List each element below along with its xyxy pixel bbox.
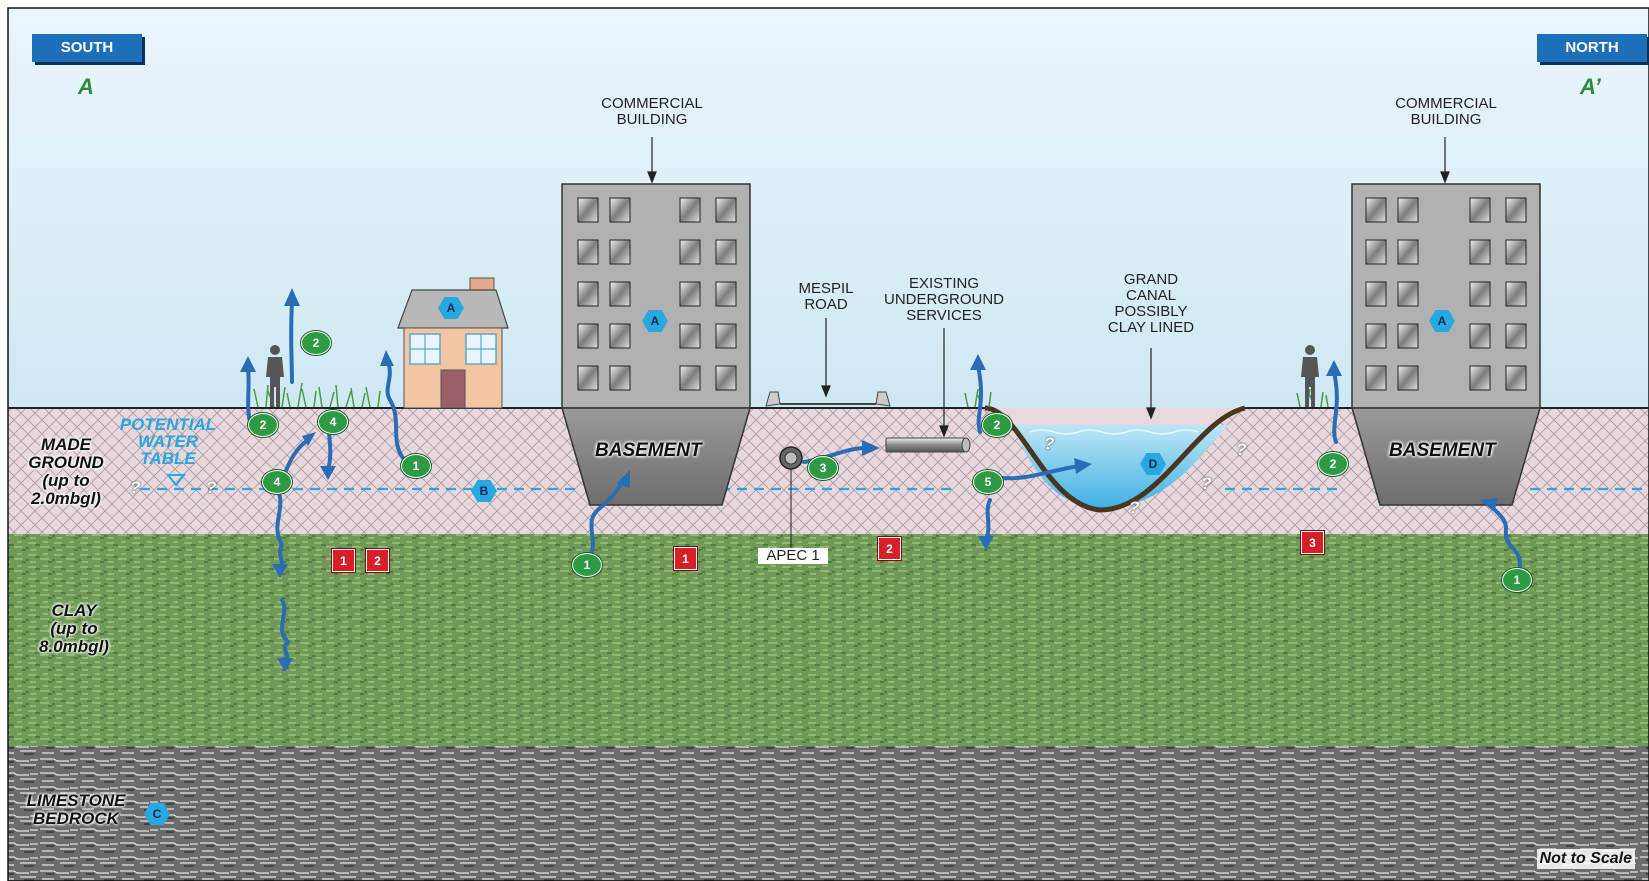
source-2-marker: 2 [366,549,389,572]
receptor-a-marker: A [642,310,668,332]
pathway-2-marker: 2 [248,413,278,437]
water-table-unknown-right: ? [206,478,217,497]
north-badge: NORTH [1537,34,1647,62]
receptor-a-marker: A [1429,310,1455,332]
diagram-frame [7,7,1649,881]
canal-ripples [1029,429,1199,435]
canal-clay-lining [984,405,1246,513]
pathway-5-marker: 5 [973,470,1003,494]
apec-callout: APEC 1 [758,548,828,564]
basement-right-label: BASEMENT [1389,440,1496,461]
pathway-2-marker: 2 [1318,452,1348,476]
water-table-unknown-left: ? [130,478,141,497]
receptor-c-marker: C [144,803,170,825]
callout-pointers [647,137,1450,438]
source-1-marker: 1 [332,549,355,572]
canal-unknown-3: ? [1201,474,1212,493]
source-1-marker: 1 [674,547,697,570]
receptor-b-marker: B [471,480,497,502]
flow-arrowheads [240,288,1498,672]
person-silhouette-left [266,345,284,407]
clay-label: CLAY (up to 8.0mbgl) [39,601,109,656]
underground-services-callout: EXISTING UNDERGROUND SERVICES [884,275,1004,324]
clay-layer [8,534,1649,746]
commercial-building-left-callout: COMMERCIAL BUILDING [601,95,703,128]
canal-unknown-1: ? [1044,434,1055,453]
pathway-4-marker: 4 [318,410,348,434]
canal-water [1012,425,1228,508]
scale-note: Not to Scale [1536,849,1635,869]
canal-unknown-2: ? [1236,440,1247,459]
limestone-layer [8,746,1649,881]
section-start-letter: A [78,74,94,99]
commercial-building-left [561,183,751,506]
underground-pipe [885,437,971,453]
section-end-letter: A’ [1580,74,1601,99]
receptor-d-marker: D [1140,453,1166,475]
made-ground-label: MADE GROUND (up to 2.0mbgl) [28,435,104,508]
house [397,277,509,409]
pathway-3-marker: 3 [808,456,838,480]
pathway-2-marker: 2 [301,331,331,355]
limestone-label: LIMESTONE BEDROCK [26,791,126,828]
commercial-building-right-callout: COMMERCIAL BUILDING [1395,95,1497,128]
receptor-a-marker: A [438,297,464,319]
pathway-4-marker: 4 [262,470,292,494]
basement-left-label: BASEMENT [595,440,702,461]
apec-pipe-end [779,446,803,550]
source-3-marker: 3 [1301,531,1324,554]
grass-left [253,382,381,408]
canal-unknown-4: ? [1129,498,1140,517]
pathway-1-marker: 1 [572,553,602,577]
south-badge: SOUTH [32,34,142,62]
mespil-road-callout: MESPIL ROAD [798,280,854,313]
pathway-1-marker: 1 [401,454,431,478]
pathway-2-marker: 2 [982,413,1012,437]
source-2-marker: 2 [878,537,901,560]
water-table-label: POTENTIAL WATER TABLE [119,415,217,468]
mespil-road [765,391,891,407]
pathway-1-marker: 1 [1502,568,1532,592]
grand-canal-callout: GRAND CANAL POSSIBLY CLAY LINED [1107,271,1195,336]
grass-middle [964,388,992,408]
water-table-symbol [165,474,187,487]
person-silhouette-right [1301,345,1319,407]
commercial-building-right [1351,183,1541,506]
